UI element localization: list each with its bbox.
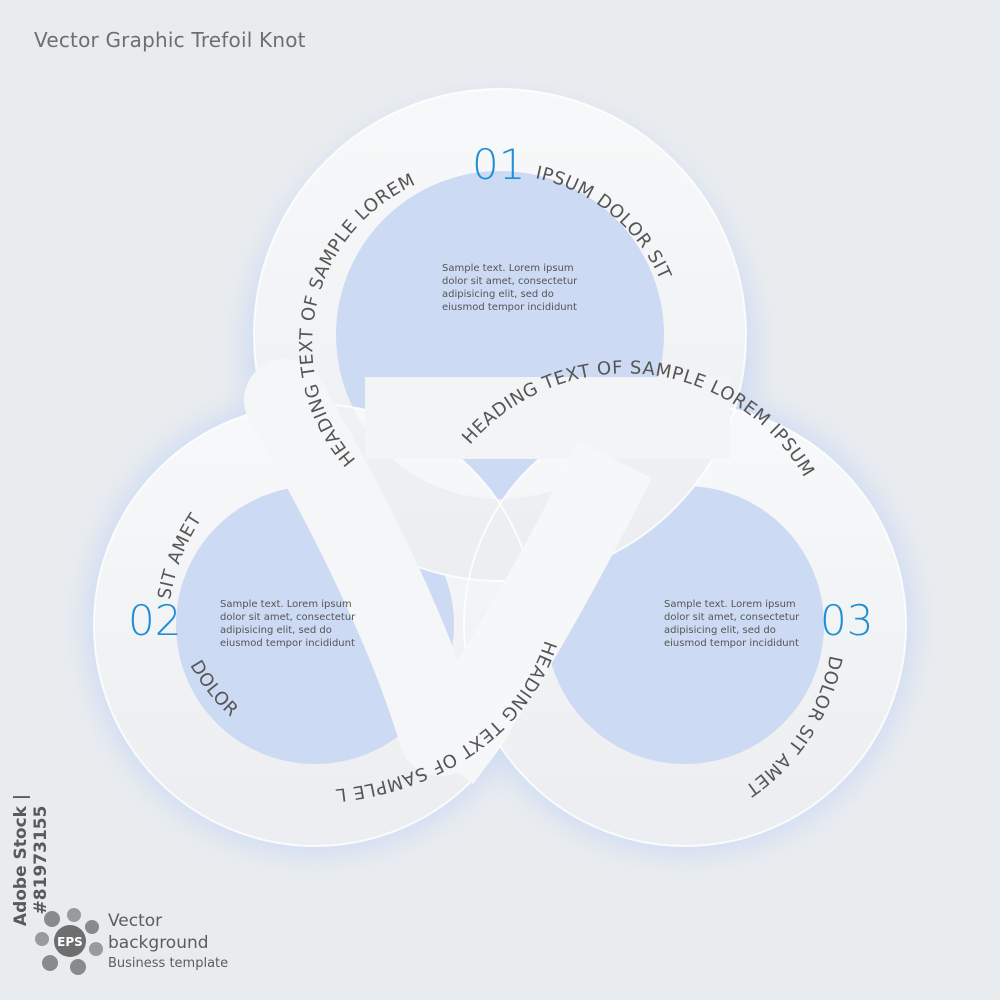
- badge-line-2: background: [108, 933, 209, 953]
- segment-body-02: Sample text. Lorem ipsum dolor sit amet,…: [220, 599, 356, 649]
- badge-line-1: Vector: [108, 911, 163, 931]
- band-right: [406, 441, 652, 785]
- eps-badge-icon: EPS: [35, 908, 103, 975]
- segment-number-02: 02: [128, 596, 182, 645]
- segment-body-01: Sample text. Lorem ipsum dolor sit amet,…: [442, 263, 578, 313]
- segment-number-03: 03: [820, 596, 874, 645]
- eps-label: EPS: [57, 935, 83, 949]
- crossing-bands: [244, 359, 730, 785]
- segment-number-01: 01: [472, 140, 526, 189]
- segment-body-03: Sample text. Lorem ipsum dolor sit amet,…: [664, 599, 800, 649]
- band-left: [244, 359, 481, 776]
- page-title: Vector Graphic Trefoil Knot: [34, 28, 306, 52]
- ring-01: [254, 89, 746, 581]
- badge-line-3: Business template: [108, 956, 229, 971]
- badge-caption: Vector background Business template: [108, 910, 228, 974]
